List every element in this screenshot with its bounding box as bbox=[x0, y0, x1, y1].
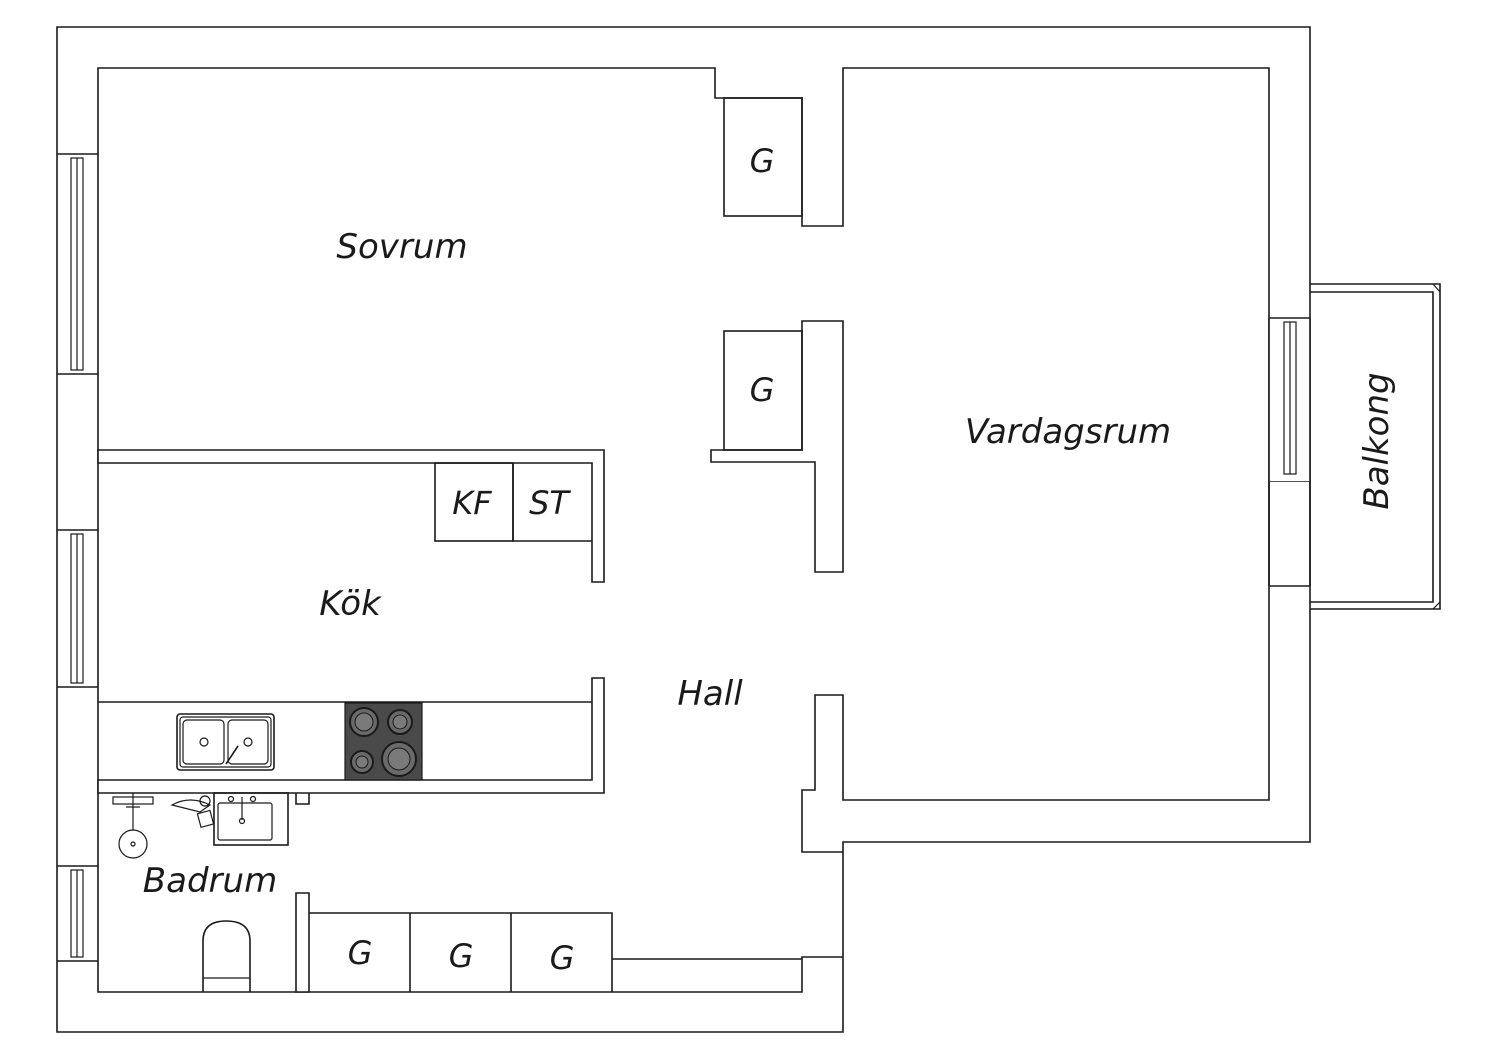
storage-cabinet-label: ST bbox=[529, 484, 571, 522]
wardrobe-hall-2-label: G bbox=[449, 937, 474, 975]
fridge-freezer-label: KF bbox=[452, 484, 492, 522]
wardrobe-middle-label: G bbox=[750, 371, 775, 409]
washing-machine-icon bbox=[170, 795, 215, 829]
room-label-balkong: Balkong bbox=[1357, 372, 1397, 509]
wardrobe-hall-3-label: G bbox=[550, 939, 575, 977]
balcony bbox=[1268, 283, 1441, 610]
room-label-vardagsrum: Vardagsrum bbox=[965, 412, 1171, 452]
hall-wardrobes: G G G bbox=[309, 912, 802, 992]
toilet-icon bbox=[202, 920, 251, 992]
wardrobe-middle: G bbox=[723, 330, 803, 451]
kitchen-sink-icon bbox=[176, 713, 275, 771]
room-label-kok: Kök bbox=[319, 584, 382, 624]
wardrobe-upper-label: G bbox=[750, 142, 775, 180]
washbasin-icon bbox=[213, 792, 289, 846]
shower-icon bbox=[112, 793, 154, 859]
wardrobe-upper: G bbox=[723, 97, 803, 217]
balcony-door-gap bbox=[1268, 482, 1311, 587]
room-label-sovrum: Sovrum bbox=[336, 227, 467, 267]
wardrobe-hall-1-label: G bbox=[348, 934, 373, 972]
interior-walls bbox=[97, 320, 844, 993]
windows bbox=[57, 153, 98, 962]
room-label-badrum: Badrum bbox=[143, 861, 277, 901]
room-label-hall: Hall bbox=[677, 674, 743, 714]
fridge-freezer: KF bbox=[434, 462, 514, 542]
storage-cabinet: ST bbox=[512, 463, 592, 542]
hob-icon bbox=[344, 702, 423, 781]
